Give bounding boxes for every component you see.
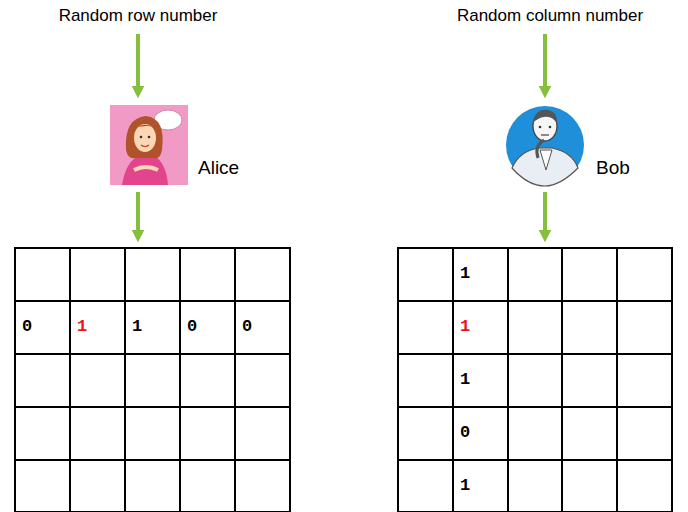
green-arrows — [138, 34, 545, 236]
table-cell: 0 — [460, 423, 470, 443]
table-cell: 0 — [22, 317, 32, 337]
table-cell: 1 — [460, 476, 470, 496]
table-cell: 1 — [77, 317, 87, 337]
table-cell: 0 — [187, 317, 197, 337]
right-grid — [398, 248, 672, 512]
heading: Random row number — [59, 6, 218, 26]
table-cell: 0 — [242, 317, 252, 337]
person-name: Bob — [596, 157, 630, 179]
left-grid — [15, 248, 290, 512]
table-cell: 1 — [132, 317, 142, 337]
person-name: Alice — [198, 157, 239, 179]
table-cell: 1 — [460, 264, 470, 284]
bob-icon — [506, 106, 584, 186]
alice-icon — [110, 105, 188, 185]
table-cell: 1 — [460, 370, 470, 390]
table-cell: 1 — [460, 317, 470, 337]
heading: Random column number — [457, 6, 643, 26]
